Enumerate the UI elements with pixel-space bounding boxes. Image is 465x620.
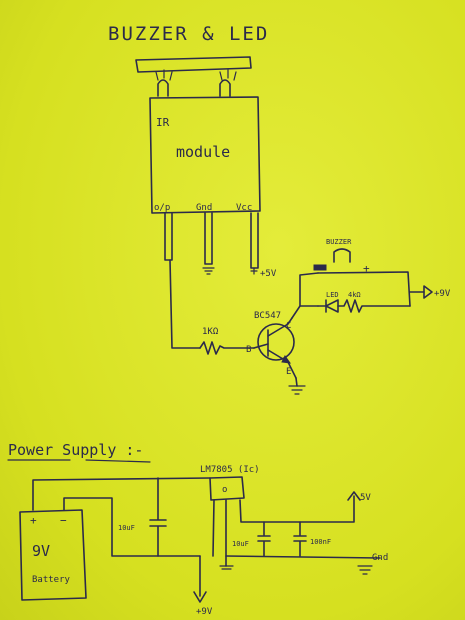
ir-module-body bbox=[149, 96, 261, 214]
led-icon bbox=[325, 299, 339, 313]
cap1-label: 10uF bbox=[118, 524, 135, 532]
transistor-bc547: BC547 C B E bbox=[246, 311, 306, 395]
cap3-label: 100nF bbox=[310, 538, 331, 546]
cap1-icon bbox=[149, 477, 167, 557]
pin-out-label: o/p bbox=[154, 203, 170, 213]
supply-arrow-icon bbox=[423, 285, 433, 299]
buzzer: + BUZZER bbox=[313, 238, 411, 307]
ir-module-label-1: IR bbox=[156, 116, 170, 129]
led-resistor-label: 4kΩ bbox=[348, 291, 361, 299]
power-supply: Power Supply :- + − 9V Battery 10uF o LM… bbox=[7, 441, 388, 617]
gnd-label: Gnd bbox=[372, 553, 388, 563]
buzzer-icon bbox=[333, 248, 351, 263]
ir-receiver-icon bbox=[219, 79, 231, 97]
battery-name: Battery bbox=[32, 575, 71, 585]
gnd-symbol bbox=[202, 267, 215, 275]
cap2-icon bbox=[257, 521, 271, 557]
out-9v-arrow-icon bbox=[193, 591, 207, 603]
battery-voltage: 9V bbox=[32, 542, 50, 560]
ir-module: IR module o/p Gnd Vcc +5V bbox=[135, 56, 277, 279]
cap2-label: 10uF bbox=[232, 540, 249, 548]
led-supply-label: +9V bbox=[434, 289, 451, 299]
transistor-name: BC547 bbox=[254, 311, 281, 321]
led-label: LED bbox=[326, 291, 339, 299]
pin-gnd-label: Gnd bbox=[196, 203, 212, 213]
regulator-pin: o bbox=[222, 485, 227, 495]
led-resistor bbox=[337, 299, 411, 313]
collector-label: C bbox=[286, 321, 291, 331]
battery-body bbox=[19, 509, 87, 601]
out-5v-label: 5V bbox=[360, 493, 371, 503]
regulator-body bbox=[209, 476, 245, 501]
battery-plus: + bbox=[30, 514, 37, 527]
base-resistor bbox=[199, 341, 255, 355]
cap3-icon bbox=[293, 521, 307, 557]
buzzer-label: BUZZER bbox=[326, 238, 352, 246]
out-9v-label: +9V bbox=[196, 607, 213, 617]
regulator-label: LM7805 (Ic) bbox=[200, 465, 260, 475]
emitter-gnd-symbol bbox=[288, 385, 306, 395]
ir-module-label-2: module bbox=[176, 143, 230, 161]
gnd-rail-symbol bbox=[357, 565, 373, 575]
emitter-label: E bbox=[286, 367, 291, 377]
diagram-title: BUZZER & LED bbox=[108, 23, 269, 45]
battery-minus: − bbox=[60, 514, 67, 527]
buzzer-plus: + bbox=[363, 262, 370, 275]
power-supply-heading: Power Supply :- bbox=[8, 441, 143, 459]
led-branch: LED 4kΩ +9V bbox=[317, 285, 451, 313]
base-resistor-label: 1KΩ bbox=[202, 327, 219, 337]
pin-vcc-label: Vcc bbox=[236, 203, 252, 213]
out-5v-arrow-icon bbox=[347, 491, 361, 501]
base-label: B bbox=[246, 345, 251, 355]
ir-emitter-icon bbox=[157, 79, 169, 97]
vcc-supply-label: +5V bbox=[260, 269, 277, 279]
